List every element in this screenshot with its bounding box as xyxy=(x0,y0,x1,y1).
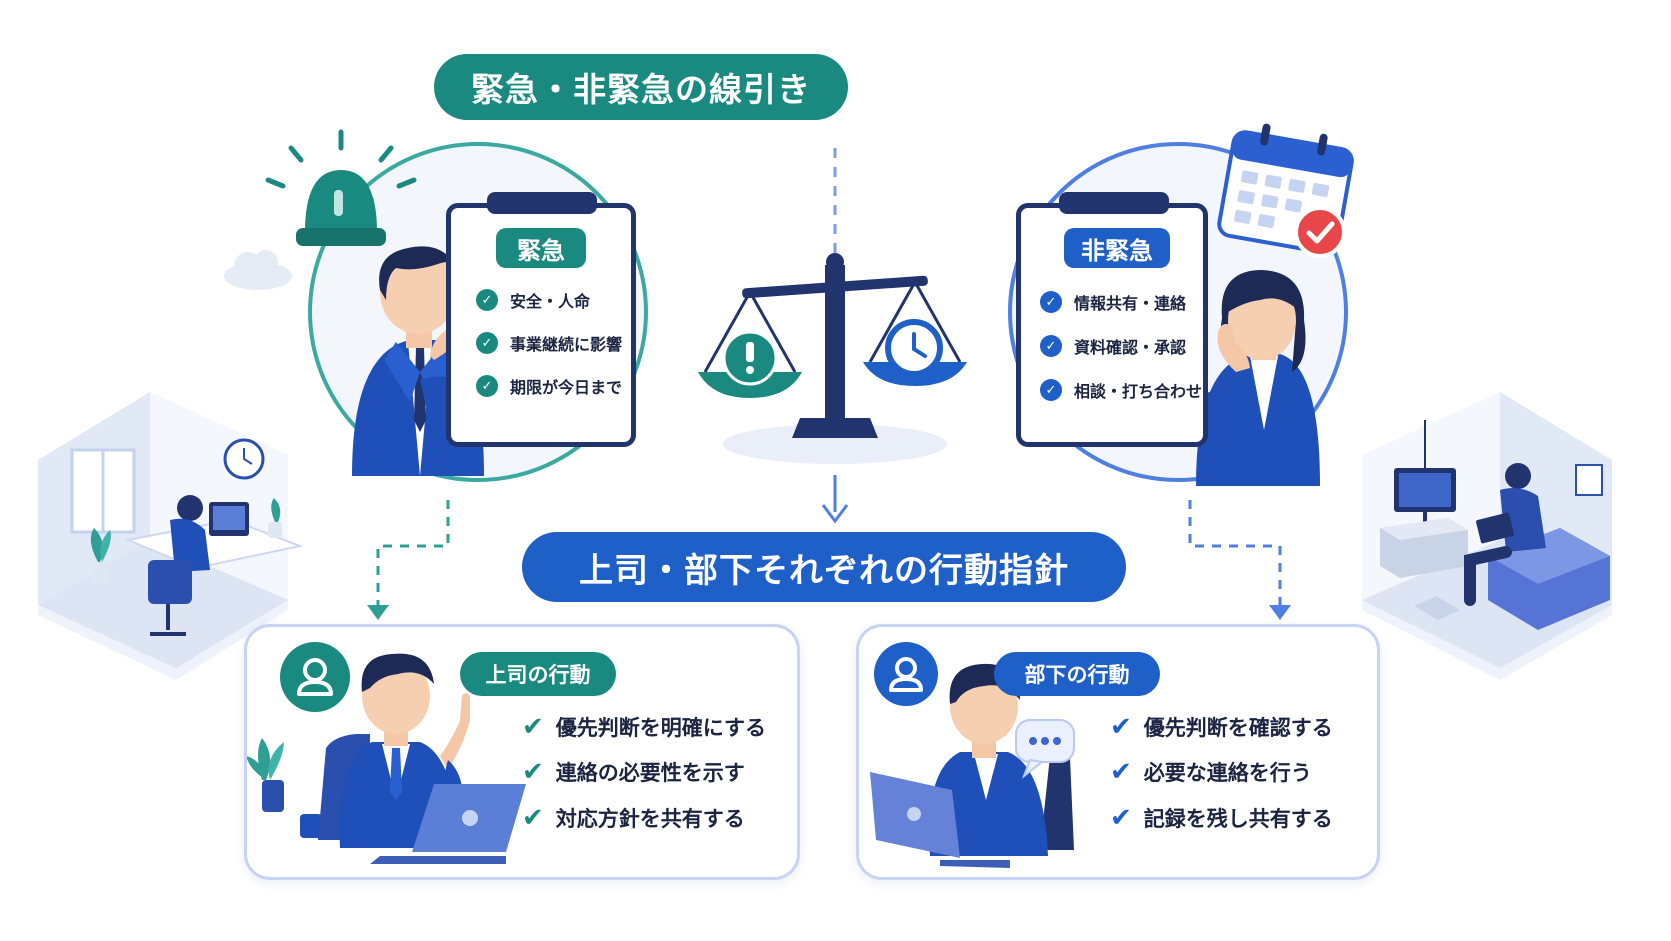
subordinate-action-text: 記録を残し共有する xyxy=(1143,807,1333,831)
check-icon: ✔ xyxy=(522,757,544,787)
user-icon xyxy=(874,642,938,706)
page-title: 緊急・非緊急の線引き xyxy=(434,54,848,120)
check-icon: ✓ xyxy=(1040,379,1062,401)
boss-action: ✔ 連絡の必要性を示す xyxy=(522,757,745,787)
urgent-item-text: 期限が今日まで xyxy=(510,378,623,397)
subordinate-action: ✔ 優先判断を確認する xyxy=(1110,712,1333,742)
chat-bubble-icon xyxy=(1015,719,1075,779)
subordinate-action-text: 必要な連絡を行う xyxy=(1143,761,1312,785)
check-icon: ✔ xyxy=(522,712,544,742)
check-icon: ✓ xyxy=(476,375,498,397)
subordinate-panel xyxy=(856,624,1380,880)
urgent-item: ✓ 安全・人命 xyxy=(476,288,590,312)
section-heading: 上司・部下それぞれの行動指針 xyxy=(522,532,1126,602)
calendar-check-badge xyxy=(1294,206,1346,258)
alarm-light-icon xyxy=(265,129,417,246)
urgent-label: 緊急 xyxy=(496,228,586,268)
boss-action-text: 優先判断を明確にする xyxy=(555,716,767,740)
center-arrow-head xyxy=(821,504,849,524)
subordinate-scene xyxy=(870,663,1074,868)
urgent-item: ✓ 事業継続に影響 xyxy=(476,331,622,355)
non-urgent-item: ✓ 情報共有・連絡 xyxy=(1040,290,1186,314)
right-connector xyxy=(1188,500,1282,605)
right-arrow-head xyxy=(1269,605,1291,620)
check-icon: ✔ xyxy=(1110,712,1132,742)
non-urgent-label: 非緊急 xyxy=(1064,228,1170,268)
boss-action-text: 対応方針を共有する xyxy=(555,807,745,831)
check-icon: ✔ xyxy=(522,803,544,833)
left-arrow-head xyxy=(367,605,389,620)
non-urgent-item-text: 相談・打ち合わせ xyxy=(1074,382,1203,401)
user-icon-glyph xyxy=(889,657,923,692)
non-urgent-item: ✓ 相談・打ち合わせ xyxy=(1040,378,1202,402)
subordinate-label: 部下の行動 xyxy=(994,652,1160,696)
boss-action: ✔ 優先判断を明確にする xyxy=(522,712,766,742)
user-icon-glyph xyxy=(297,658,333,696)
user-icon xyxy=(280,642,350,712)
urgent-item: ✓ 期限が今日まで xyxy=(476,374,622,398)
subordinate-action: ✔ 必要な連絡を行う xyxy=(1110,757,1312,787)
check-icon: ✓ xyxy=(476,332,498,354)
subordinate-action-text: 優先判断を確認する xyxy=(1143,716,1333,740)
clipboard-clip xyxy=(1059,192,1169,214)
balance-scale-icon xyxy=(698,253,967,464)
boss-label: 上司の行動 xyxy=(460,652,616,696)
non-urgent-item-text: 資料確認・承認 xyxy=(1074,338,1187,357)
urgent-clipboard xyxy=(446,192,636,447)
check-icon: ✔ xyxy=(1110,803,1132,833)
office-scene xyxy=(38,392,304,680)
boss-panel xyxy=(244,624,800,880)
non-urgent-person xyxy=(1196,270,1320,486)
urgent-item-text: 安全・人命 xyxy=(510,292,591,311)
check-icon: ✓ xyxy=(1040,291,1062,313)
non-urgent-item: ✓ 資料確認・承認 xyxy=(1040,334,1186,358)
boss-scene xyxy=(246,653,526,864)
boss-action-text: 連絡の必要性を示す xyxy=(555,761,745,785)
check-icon: ✓ xyxy=(476,289,498,311)
clock-icon xyxy=(885,319,943,377)
boss-action: ✔ 対応方針を共有する xyxy=(522,803,745,833)
check-icon: ✔ xyxy=(1110,757,1132,787)
home-scene xyxy=(1362,392,1612,680)
urgent-item-text: 事業継続に影響 xyxy=(510,335,623,354)
non-urgent-item-text: 情報共有・連絡 xyxy=(1074,294,1187,313)
left-connector xyxy=(376,500,450,605)
clipboard-clip xyxy=(487,192,597,214)
cloud-icon xyxy=(224,250,292,290)
check-icon: ✓ xyxy=(1040,335,1062,357)
exclamation-icon xyxy=(722,330,778,386)
subordinate-action: ✔ 記録を残し共有する xyxy=(1110,803,1333,833)
